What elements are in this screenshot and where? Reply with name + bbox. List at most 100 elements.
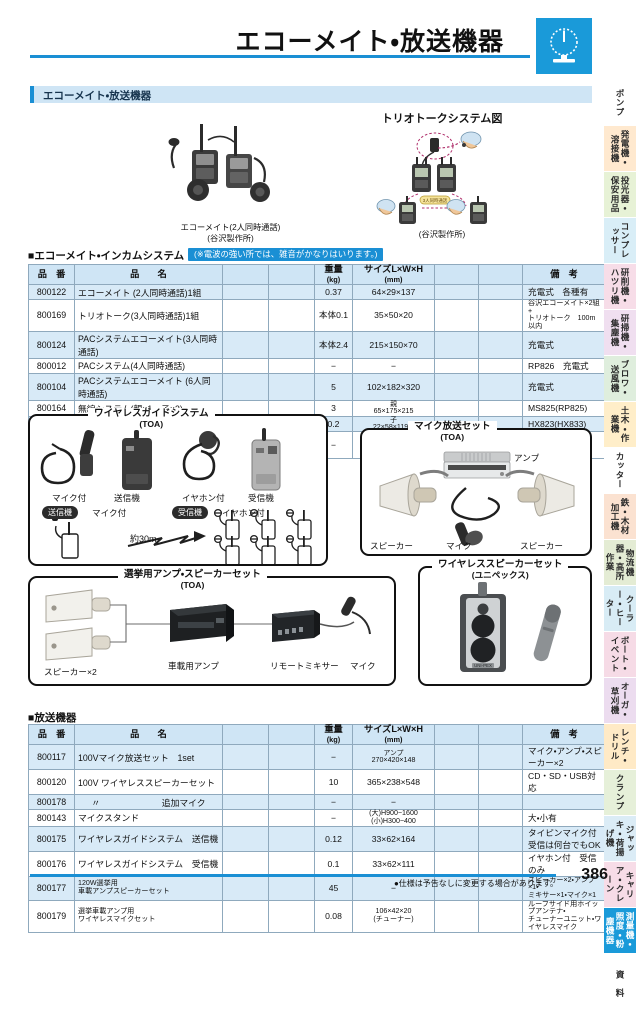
cell-size-line2: (チューナー) [373,915,414,924]
cell-weight: 0.12 [314,825,353,852]
category-tab-18[interactable]: 測量機・照度・粉塵機器 [604,908,636,954]
cell-weight: − [314,357,353,374]
cell-weight: 45 [314,875,353,901]
cell-remark: CD・SD・USB対応 [522,769,606,795]
cell-weight: 10 [314,769,353,795]
survey-instrument-icon [536,18,592,74]
cell-size: 64×29×137 [352,284,435,300]
incom-table-heading: ■エコーメイト・インカムシステム [28,250,185,262]
category-tab-15[interactable]: クランプ [604,770,636,816]
category-tab-label: カッター [615,452,625,489]
cell-blank3 [434,399,479,417]
col-header-blank2 [268,724,315,745]
category-tab-9[interactable]: 鉄・木材加工機 [604,494,636,540]
cell-name: ワイヤレスガイドシステム 送信機 [74,825,223,852]
cell-blank2 [268,744,315,770]
broadcast-equipment-table: 品 番 品 名 重量(kg) サイズL×W×H(mm) 備 考 800117 1… [28,724,606,933]
catalog-page: エコーメイト・放送機器 エコーメイト・放送機器 [28,18,636,998]
category-tab-8[interactable]: カッター [604,448,636,494]
cell-blank4 [478,330,523,359]
cell-size: 33×62×111 [352,850,435,877]
category-tab-16[interactable]: ジャッキ・荷揚げ機 [604,816,636,862]
category-tab-12[interactable]: ボート・イベント [604,632,636,678]
cell-blank1 [222,330,269,359]
cell-size: 35×50×20 [352,299,435,332]
cell-code: 800179 [28,899,75,933]
category-tab-10[interactable]: 物流機器・高所作業 [604,540,636,586]
cell-remark: 谷沢エコーメイト×2組+ トリオトーク 100m以内 [522,299,606,332]
cell-weight: 5 [314,372,353,401]
guide-chip-note-mic: マイク付 [92,508,127,518]
category-tab-17[interactable]: キャリア・クレーン [604,862,636,908]
category-tab-19[interactable]: 資 料 [604,954,636,1014]
table-row: 800122 エコーメイト (2人同時通話)1組 0.37 64×29×137 … [28,284,606,300]
guide-distance-label: 約30m [130,534,157,544]
cell-blank1 [222,794,269,810]
category-tab-13[interactable]: オーガ・草刈機 [604,678,636,724]
cell-size-label: 親 [390,400,397,408]
category-tab-14[interactable]: レンチ・ドリル [604,724,636,770]
category-tab-label: ブロワ・送風機 [610,360,630,397]
cell-size-value: 22×58×119.5 [372,422,415,431]
cell-size: 102×182×320 [352,372,435,401]
category-tab-5[interactable]: 研掃機・集塵機 [604,310,636,356]
cell-blank2 [268,875,315,901]
cell-size-label: 子 [390,416,397,424]
cell-size: − [352,357,435,374]
cell-blank3 [434,330,479,359]
cell-name: マイクスタンド [74,809,223,827]
cell-code: 800122 [28,284,75,300]
election-amp-panel-title: 選挙用アンプ・スピーカーセット (TOA) [118,569,267,591]
section-banner: エコーメイト・放送機器 [30,86,592,103]
category-tab-1[interactable]: 発電機・溶接機 [604,126,636,172]
category-tab-label: ポンプ [615,88,625,117]
cell-name: 100V ワイヤレススピーカーセット [74,769,223,795]
category-tab-4[interactable]: 研削機・ハツリ機 [604,264,636,310]
section-banner-label: エコーメイト・放送機器 [43,90,152,102]
category-tab-label: ジャッキ・荷揚げ機 [605,820,635,857]
cell-blank4 [478,769,523,795]
cell-blank3 [434,875,479,901]
cell-remark-line1: 谷沢エコーメイト×2組+ [528,299,600,315]
trio-diagram-caption: (谷沢製作所) [418,230,466,239]
category-tab-strip[interactable]: ポンプ発電機・溶接機投光器・保安用品コンプレッサー研削機・ハツリ機研掃機・集塵機… [604,80,636,1014]
cell-size-label: アンプ [383,749,404,757]
cell-remark-line2: トリオトーク 100m以内 [528,314,596,331]
cell-code: 800169 [28,299,75,332]
category-tab-0[interactable]: ポンプ [604,80,636,126]
category-tab-label: オーガ・草刈機 [610,682,630,719]
col-header-size: サイズL×W×H(mm) [352,264,435,285]
category-tab-6[interactable]: ブロワ・送風機 [604,356,636,402]
category-tab-7[interactable]: 土木・作業機 [604,402,636,448]
category-tab-label: 物流機器・高所作業 [605,544,635,581]
cell-remark-line2: ミキサー×1・マイク×1 [528,891,597,899]
col-header-blank4 [478,724,523,745]
cell-blank2 [268,809,315,827]
table-row: 800143 マイクスタンド − (大)H900−1600 (小)H300−40… [28,809,606,827]
mic-set-label-speaker-right: スピーカー [520,541,563,551]
guide-label-receiver: 受信機 [248,493,274,503]
cell-name: PACシステムエコーメイト (6人同時通話) [74,372,223,401]
category-tab-label: ボート・イベント [610,636,630,673]
cell-weight: 0.08 [314,899,353,933]
cell-blank2 [268,284,315,300]
wireless-guide-system-panel: ワイヤレスガイドシステム (TOA) マイク付 送信機 イヤホン付 受信機 送信… [28,408,328,566]
incom-system-table: 品 番 品 名 重量(kg) サイズL×W×H(mm) 備 考 800122 エ… [28,264,606,460]
cell-remark [522,794,606,810]
cell-remark: マイク・アンプ・スピーカー×2 [522,744,606,770]
cell-name: 〃 追加マイク [74,794,223,810]
category-tab-11[interactable]: クーラー・ヒーター [604,586,636,632]
cell-blank1 [222,744,269,770]
cell-size: (大)H900−1600 (小)H300−400 [352,809,435,827]
cell-blank4 [478,399,523,417]
mic-set-label-amp: アンプ [514,453,540,463]
cell-name: 選挙車載アンプ用 ワイヤレスマイクセット [74,899,223,933]
cell-weight: − [314,744,353,770]
cell-weight: − [314,809,353,827]
cell-blank3 [434,769,479,795]
cell-code: 800124 [28,330,75,359]
category-tab-2[interactable]: 投光器・保安用品 [604,172,636,218]
cell-blank2 [268,372,315,401]
cell-code: 800177 [28,875,75,901]
category-tab-3[interactable]: コンプレッサー [604,218,636,264]
